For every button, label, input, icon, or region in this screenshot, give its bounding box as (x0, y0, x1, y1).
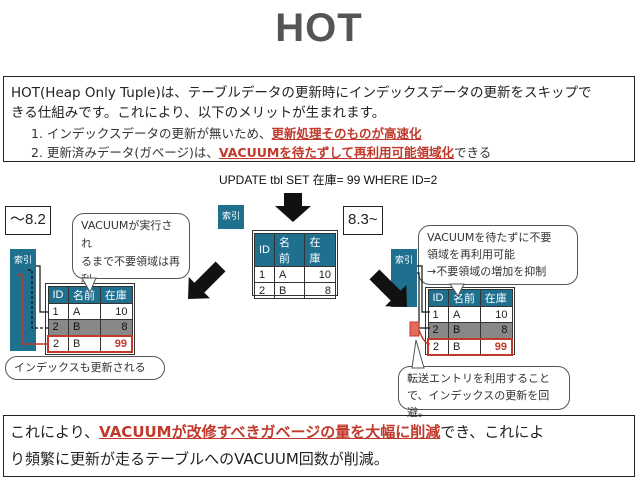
cell-name: B (67, 319, 101, 336)
right-index-label: 索引 (394, 256, 413, 266)
table-row-new: 2 B 99 (426, 337, 513, 356)
cell-name: B (447, 322, 481, 339)
table-row-new: 2 B 99 (46, 334, 133, 353)
intro-item-1-text: 1. インデックスデータの更新が無いため、 (31, 126, 272, 141)
intro-line-1: HOT(Heap Only Tuple)は、テーブルデータの更新時にインデックス… (11, 85, 592, 101)
center-index-label: 索引 (221, 212, 240, 222)
header-stock: 在庫 (99, 286, 133, 304)
right-note-line: →不要領域の増加を抑制 (427, 265, 547, 278)
intro-item-1: 1. インデックスデータの更新が無いため、更新処理そのものが高速化 (31, 123, 422, 142)
cell-name: B (273, 282, 306, 299)
table-row-dead: 2 B 8 (47, 319, 133, 336)
intro-item-1-highlight: 更新処理そのものが高速化 (271, 126, 422, 141)
cell-id: 2 (427, 322, 449, 339)
cell-name: A (273, 266, 306, 283)
cell-stock: 8 (304, 282, 336, 299)
right-bottom-note: 転送エントリを利用すること で、インデックスの更新を回避。 (398, 366, 570, 419)
header-id: ID (427, 289, 449, 307)
forwarding-entry-marker (409, 321, 420, 337)
summary-box: これにより、VACUUMが改修すべきガベージの量を大幅に削減でき、これによ り頻… (3, 415, 635, 477)
header-name: 名前 (67, 286, 101, 304)
right-note-line: 領域を再利用可能 (427, 248, 515, 261)
cell-id: 2 (426, 337, 449, 356)
table-header-row: ID 名前 在庫 (254, 233, 336, 267)
cell-id: 1 (47, 303, 69, 320)
cell-id: 1 (427, 306, 449, 323)
intro-item-2-highlight: VACUUMを待たずして再利用可能領域化 (218, 145, 454, 160)
cell-name: B (447, 337, 481, 356)
cell-stock: 10 (479, 306, 513, 323)
intro-item-2: 2. 更新済みデータ(ガベージ)は、VACUUMを待たずして再利用可能領域化でき… (31, 142, 491, 161)
cell-id: 2 (46, 334, 69, 353)
left-note: VACUUMが実行され るまで不要領域は再利 用不可 (72, 213, 190, 304)
summary-highlight: VACUUMが改修すべきガベージの量を大幅に削減 (99, 423, 441, 441)
header-stock: 在庫 (479, 289, 513, 307)
cell-id: 2 (47, 319, 69, 336)
cell-stock: 99 (99, 334, 133, 353)
right-version-tag: 8.3~ (343, 206, 383, 235)
right-bottom-note-pointer (411, 339, 425, 369)
table-row-dead: 2 B 8 (427, 322, 513, 339)
right-note-line: VACUUMを待たずに不要 (427, 231, 552, 244)
intro-item-2-suffix: できる (453, 145, 492, 160)
cell-stock: 10 (99, 303, 133, 320)
right-table: ID 名前 在庫 1 A 10 2 B 8 2 B 99 (426, 289, 513, 356)
cell-stock: 99 (479, 337, 513, 356)
cell-stock: 8 (479, 322, 513, 339)
summary-text: り頻繁に更新が走るテーブルへの (10, 450, 235, 468)
header-id: ID (254, 233, 275, 267)
intro-box: HOT(Heap Only Tuple)は、テーブルデータの更新時にインデックス… (3, 76, 635, 162)
right-note: VACUUMを待たずに不要 領域を再利用可能 →不要領域の増加を抑制 (418, 225, 578, 285)
table-row: 1 A 10 (427, 306, 513, 323)
cell-id: 2 (254, 282, 275, 299)
left-note-line: VACUUMが実行され (81, 219, 173, 250)
table-row: 2 B 8 (254, 282, 336, 299)
header-id: ID (47, 286, 69, 304)
table-header-row: ID 名前 在庫 (47, 286, 133, 304)
table-row: 1 A 10 (254, 266, 336, 283)
cell-id: 1 (254, 266, 275, 283)
left-bottom-note: インデックスも更新される (5, 356, 165, 380)
left-table: ID 名前 在庫 1 A 10 2 B 8 2 B 99 (46, 286, 133, 353)
summary-line-1: これにより、VACUUMが改修すべきガベージの量を大幅に削減でき、これによ (10, 419, 628, 446)
table-row: 1 A 10 (47, 303, 133, 320)
summary-vacuum: VACUUM (234, 450, 299, 468)
left-version-tag: ～8.2 (5, 206, 51, 235)
cell-name: A (67, 303, 101, 320)
right-index-bar: 索引 (391, 249, 417, 307)
cell-stock: 10 (304, 266, 336, 283)
cell-name: B (67, 334, 101, 353)
center-index-box: 索引 (218, 205, 244, 229)
down-arrow-icon (275, 193, 311, 222)
left-index-label: 索引 (13, 256, 32, 266)
intro-item-2-text: 2. 更新済みデータ(ガベージ)は、 (31, 145, 219, 160)
sql-statement: UPDATE tbl SET 在庫= 99 WHERE ID=2 (219, 173, 438, 187)
left-index-bar: 索引 (10, 249, 36, 351)
header-stock: 在庫 (304, 233, 336, 267)
summary-text: でき、これによ (440, 423, 545, 441)
summary-text: これにより、 (10, 423, 100, 441)
header-name: 名前 (447, 289, 481, 307)
intro-line-2: きる仕組みです。これにより、以下のメリットが生まれます。 (11, 105, 386, 121)
cell-name: A (447, 306, 481, 323)
table-header-row: ID 名前 在庫 (427, 289, 513, 307)
right-bottom-note-line: 転送エントリを利用すること (407, 372, 550, 385)
cell-stock: 8 (99, 319, 133, 336)
summary-line-2: り頻繁に更新が走るテーブルへのVACUUM回数が削減。 (10, 446, 628, 473)
page-title: HOT (275, 6, 363, 50)
summary-text: 回数が削減。 (298, 450, 389, 468)
header-name: 名前 (273, 233, 306, 267)
center-table: ID 名前 在庫 1 A 10 2 B 8 (254, 233, 336, 299)
